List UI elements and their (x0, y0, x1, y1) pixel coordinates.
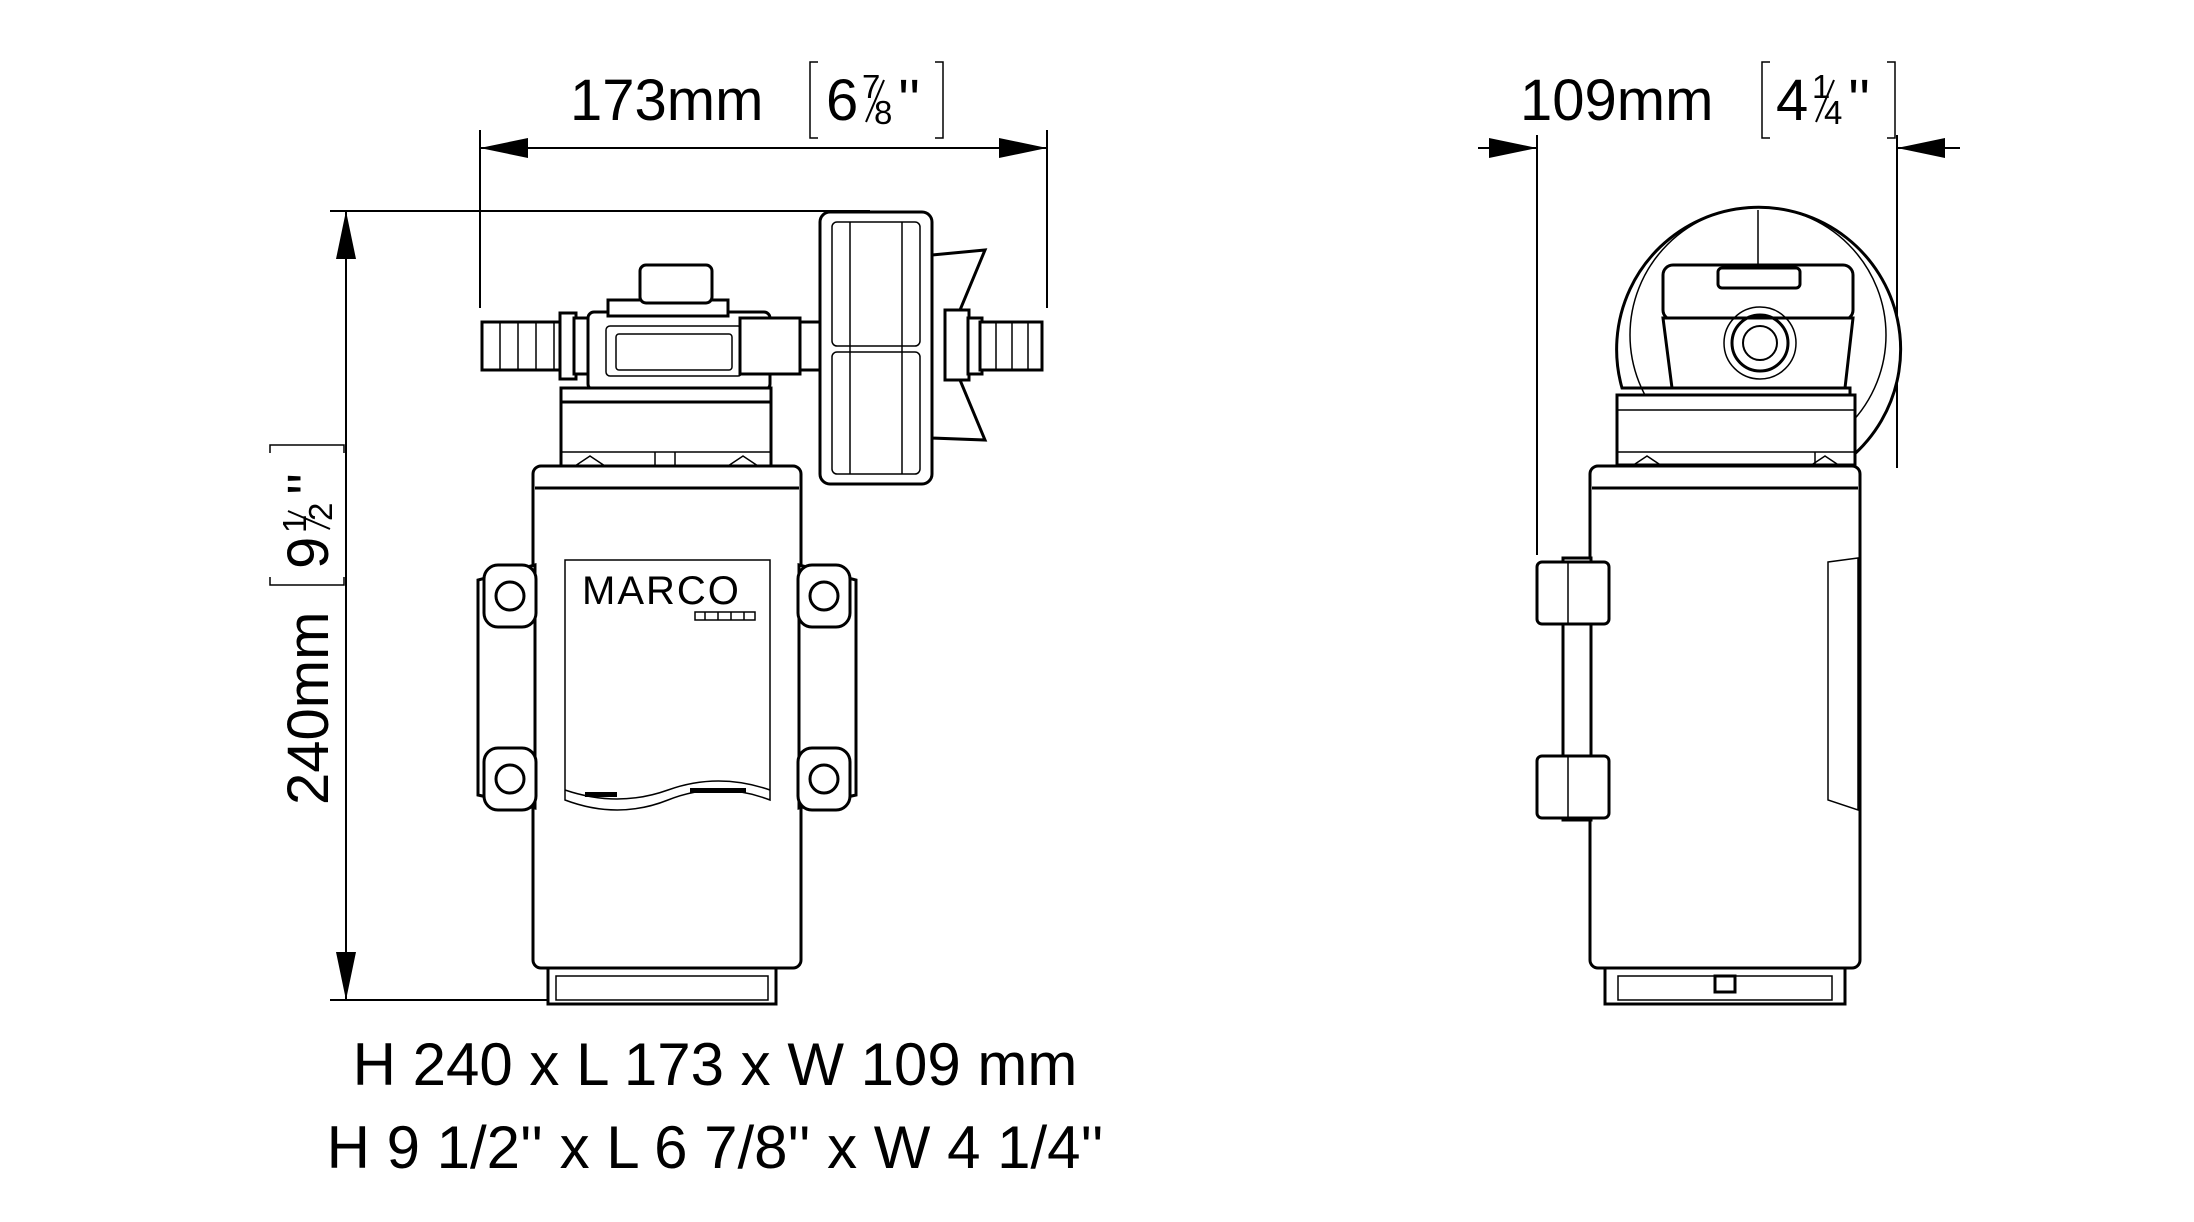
filter-disc-side (1615, 205, 1903, 464)
hose-barb-left (480, 311, 590, 381)
height-bracket-left (269, 577, 345, 586)
length-arrow-right (999, 138, 1047, 158)
height-inch-denominator: 2 (302, 503, 339, 521)
brand-logo: MARCO (582, 569, 741, 613)
height-dimension: 240mm 9 1 2 '' (269, 210, 870, 1001)
width-inch-numerator: 1 (1812, 68, 1830, 105)
motor-housing-side (1588, 464, 1862, 970)
product-label-edge (1827, 557, 1859, 812)
width-arrow-left (1489, 138, 1537, 158)
height-inch-whole: 9 (276, 537, 341, 569)
width-fraction-slash (1815, 79, 1835, 123)
filter-body (818, 210, 934, 486)
motor-end-cap (546, 966, 778, 1006)
height-fraction-slash (287, 510, 331, 530)
height-inch-mark: '' (276, 473, 341, 495)
mount-bracket-side (1535, 556, 1611, 822)
height-mm-label: 240mm (276, 612, 341, 805)
caption-metric: H 240 x L 173 x W 109 mm (353, 1031, 1078, 1098)
length-inch-whole: 6 (826, 68, 858, 133)
length-bracket-left (809, 61, 818, 139)
product-label (564, 559, 771, 811)
height-labels: 240mm 9 1 2 '' (269, 444, 345, 805)
length-bracket-right (935, 61, 944, 139)
motor-body-front: MARCO (531, 464, 803, 1006)
collar-ring-side (1615, 393, 1857, 467)
front-view: 173mm 6 7 8 '' 240mm 9 1 2 '' (269, 61, 1048, 1006)
pump-head-cap (638, 263, 714, 305)
width-inch-mark: '' (1848, 68, 1870, 133)
width-bracket-left (1761, 61, 1770, 139)
height-bracket-right (269, 444, 345, 453)
length-mm-label: 173mm (570, 68, 763, 133)
mount-bracket-left (476, 563, 538, 812)
length-dimension: 173mm 6 7 8 '' (479, 61, 1048, 308)
width-dimension: 109mm 4 1 4 '' (1478, 61, 1960, 555)
pump-collar-front (559, 386, 773, 468)
length-inch-numerator: 7 (862, 68, 880, 105)
motor-body-side (1588, 464, 1862, 1006)
length-fraction-slash (865, 79, 885, 123)
width-mm-label: 109mm (1520, 68, 1713, 133)
hose-barb-right (978, 320, 1044, 372)
height-inch-numerator: 1 (276, 515, 313, 533)
width-bracket-right (1887, 61, 1896, 139)
caption-imperial: H 9 1/2'' x L 6 7/8'' x W 4 1/4'' (327, 1114, 1104, 1181)
height-arrow-top (336, 211, 356, 259)
label-fine-print-left (585, 792, 617, 797)
label-fine-print-right (690, 788, 746, 793)
motor-housing (531, 464, 803, 970)
length-inch-denominator: 8 (874, 94, 892, 131)
pump-collar-side (1615, 393, 1857, 467)
port-fitting (1730, 313, 1790, 373)
width-inch-denominator: 4 (1824, 94, 1842, 131)
length-inch-mark: '' (898, 68, 920, 133)
width-inch-whole: 4 (1776, 68, 1808, 133)
height-arrow-bottom (336, 952, 356, 1000)
side-view: 109mm 4 1 4 '' (1478, 61, 1960, 1006)
width-arrow-right (1897, 138, 1945, 158)
length-arrow-left (480, 138, 528, 158)
mount-bracket-right (796, 563, 858, 812)
dimension-caption: H 240 x L 173 x W 109 mm H 9 1/2'' x L 6… (327, 1031, 1104, 1181)
collar-ring (559, 400, 773, 468)
inline-filter (818, 210, 1044, 486)
